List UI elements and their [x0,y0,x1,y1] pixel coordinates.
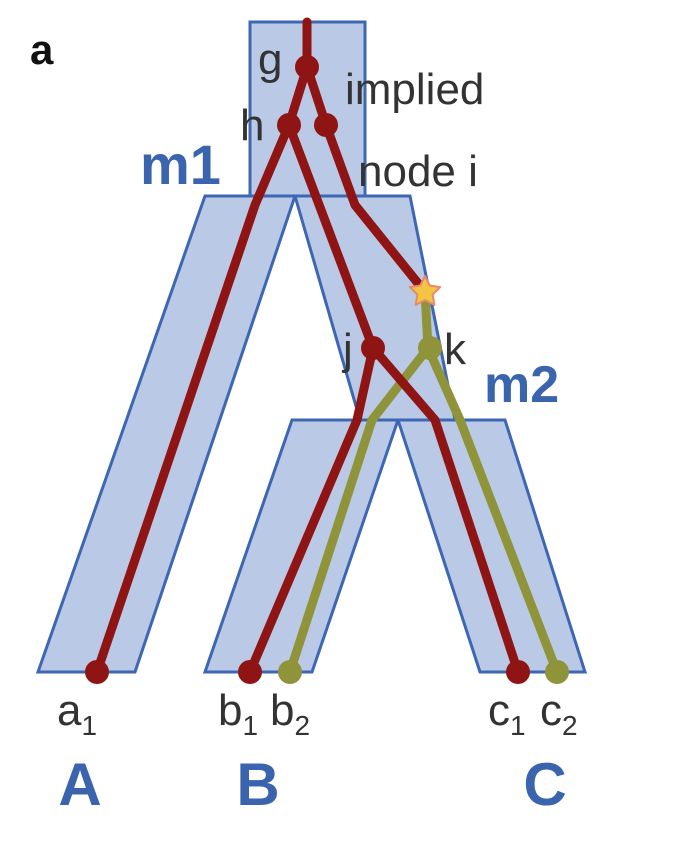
implied-node-line1: implied [345,65,484,114]
population-label-b: B [236,751,279,818]
olive-lineage-to-c2 [420,287,562,677]
population-label-c: C [523,751,566,818]
node-h-label: h [240,101,264,150]
migration-m2-label: m2 [484,356,559,414]
panel-label: a [30,26,54,73]
red-lineage-i-to-k [321,120,430,297]
node-g-label: g [258,35,282,84]
node-k-label: k [444,325,467,374]
tip-c1-dot [506,660,530,684]
node-dots [277,55,442,360]
species-branch-c [395,418,588,674]
star-icon [408,275,442,306]
node-j-label: j [341,325,353,374]
tip-label-c1: c1 [488,686,526,741]
tip-label-c2: c2 [540,686,578,741]
tip-labels: a1 b1 b2 c1 c2 [57,686,578,741]
tip-label-a1: a1 [57,686,97,741]
red-lineage-h-to-j [284,120,378,353]
tip-b2-dot [278,660,302,684]
red-lineage-to-a1 [92,120,294,677]
population-label-a: A [58,751,101,818]
species-branch-a [35,194,298,674]
tip-label-b2: b2 [270,686,310,741]
tip-a1-dot [85,660,109,684]
species-tree [35,20,588,674]
node-h-dot [277,113,301,137]
node-i-dot [314,113,338,137]
implied-node-line2: node i [358,147,478,196]
node-k-dot [418,336,442,360]
olive-lineage-to-b2 [285,343,433,677]
red-lineage-to-c1 [368,343,523,677]
migration-m1-label: m1 [140,133,221,196]
red-lineage-to-b1 [245,343,378,677]
tip-dots [85,660,569,684]
tip-c2-dot [545,660,569,684]
tip-b1-dot [238,660,262,684]
node-g-dot [295,55,319,79]
node-j-dot [361,336,385,360]
tip-label-b1: b1 [218,686,258,741]
